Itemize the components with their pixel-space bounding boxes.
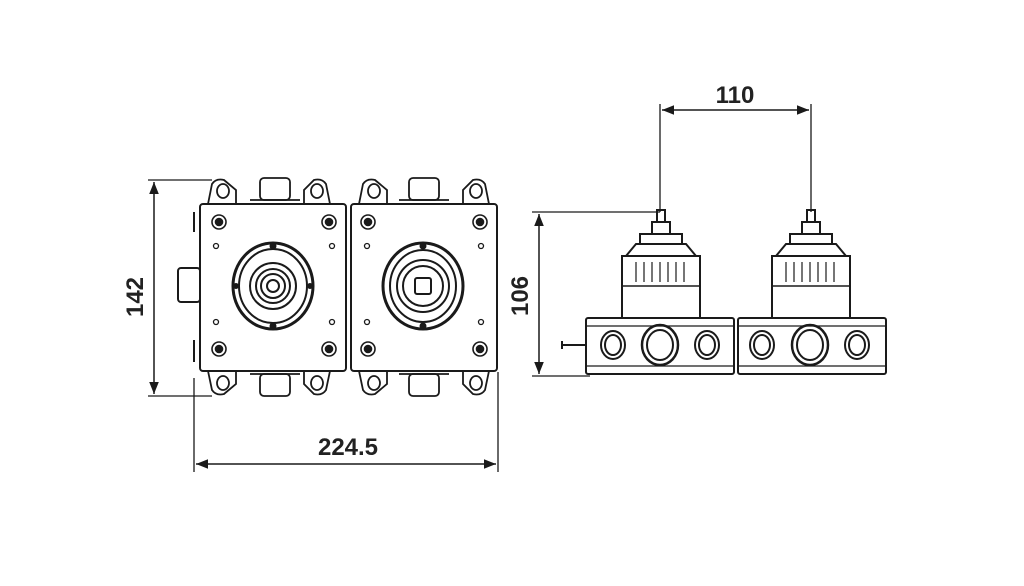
left-valve-front bbox=[231, 241, 315, 331]
dim-label-142: 142 bbox=[122, 277, 149, 317]
dimension-width-front bbox=[193, 372, 499, 472]
front-view bbox=[177, 177, 498, 397]
dimension-spacing-side bbox=[659, 104, 812, 212]
right-plate bbox=[350, 203, 498, 372]
right-cartridge-side bbox=[771, 209, 851, 319]
top-mounting-ears bbox=[207, 177, 490, 205]
bottom-mounting-ears bbox=[207, 370, 490, 397]
dim-label-106: 106 bbox=[507, 276, 534, 316]
right-valve-front bbox=[381, 241, 465, 331]
side-view bbox=[561, 209, 887, 375]
dimension-height-side bbox=[532, 211, 660, 377]
corner-screws bbox=[211, 214, 488, 357]
dimension-height-front bbox=[148, 179, 212, 397]
left-cartridge-side bbox=[621, 209, 701, 319]
dim-label-224-5: 224.5 bbox=[318, 434, 378, 461]
dim-label-110: 110 bbox=[716, 82, 755, 109]
